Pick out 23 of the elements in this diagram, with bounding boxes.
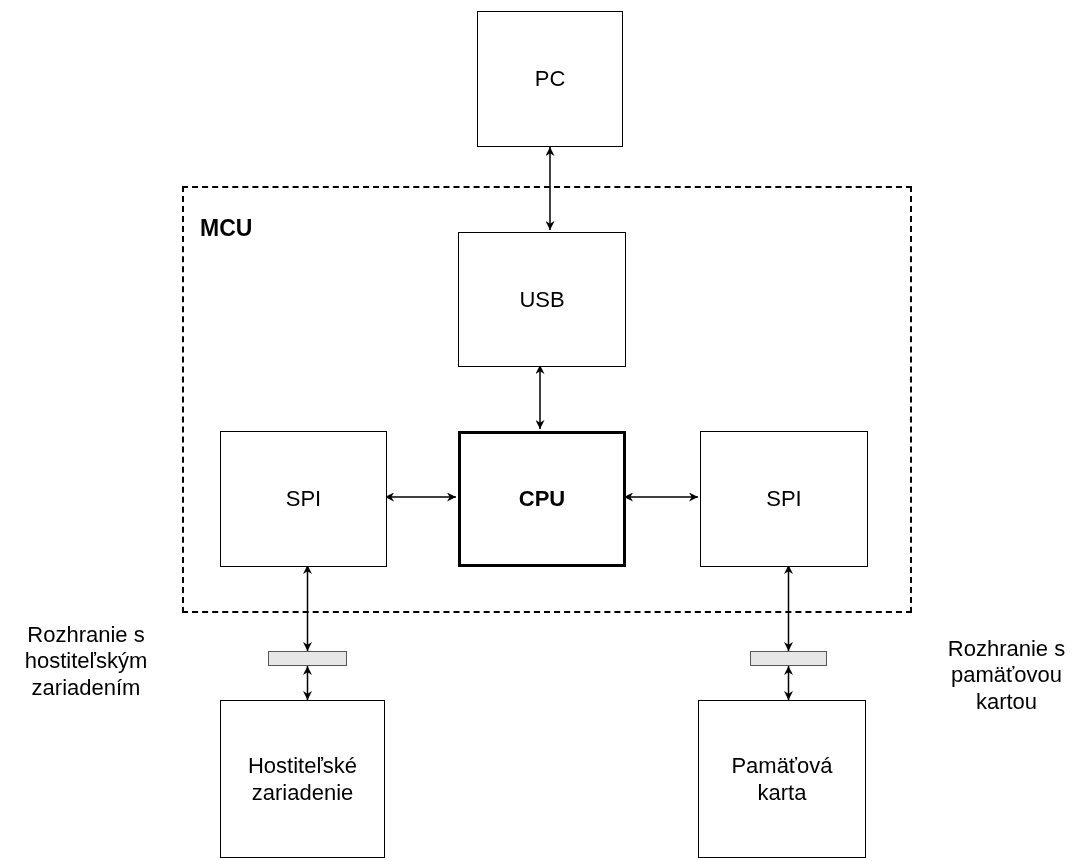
- block-box: [458, 232, 626, 367]
- block-label: USB: [519, 285, 565, 314]
- connector-bar: [268, 651, 347, 666]
- block-label: SPI: [285, 485, 322, 513]
- block-box: [220, 700, 385, 858]
- block-label: PC: [534, 65, 566, 93]
- interface-label: Rozhranie s pamäťovou kartou: [946, 636, 1067, 716]
- interface-label: Rozhranie s hostiteľským zariadením: [23, 622, 149, 702]
- double-arrow: [303, 665, 312, 701]
- block-box: [700, 431, 868, 567]
- block-box: [477, 11, 623, 147]
- double-arrow: [784, 665, 793, 701]
- block-label: SPI: [766, 485, 802, 513]
- block-label: MCU: [200, 214, 253, 243]
- block-box: [220, 431, 387, 567]
- block-label: Hostiteľské zariadenie: [246, 751, 359, 807]
- block-label: CPU: [518, 485, 566, 513]
- block-box: [458, 431, 626, 567]
- dashed-group-box: [182, 186, 912, 613]
- block-box: [698, 700, 866, 858]
- connector-bar: [750, 651, 827, 666]
- block-label: Pamäťová karta: [730, 751, 834, 807]
- double-arrow: [545, 146, 555, 231]
